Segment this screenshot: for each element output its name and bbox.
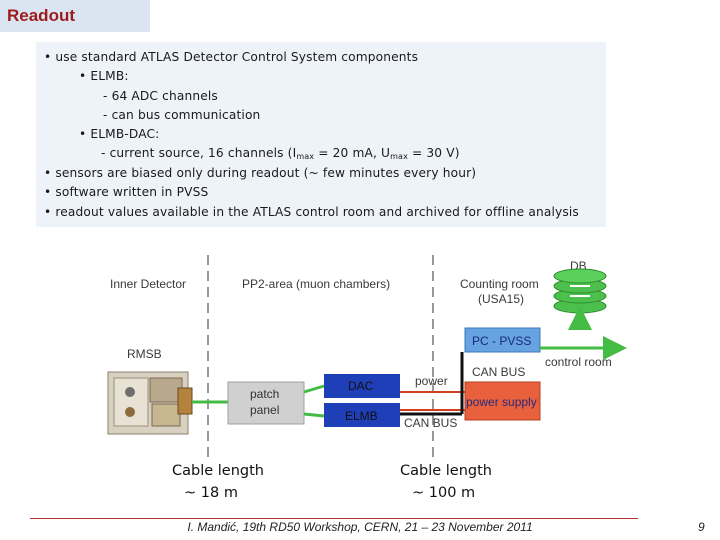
patch-panel-box (227, 381, 305, 425)
label-inner-detector: Inner Detector (110, 277, 186, 291)
power-supply-box (464, 381, 541, 421)
bullet-line-5: • ELMB-DAC: (79, 127, 160, 141)
cable-length-right-label: Cable length (400, 463, 492, 479)
slide-title: Readout (0, 0, 150, 32)
label-power: power (415, 374, 448, 388)
bullet-line-6-part-b: = 20 mA, U (314, 146, 391, 160)
bullet-line-9: • readout values available in the ATLAS … (44, 205, 579, 219)
bullet-line-6: - current source, 16 channels (Imax = 20… (101, 146, 460, 161)
dac-box (324, 374, 400, 398)
power-supply-label: power supply (466, 395, 537, 409)
bullet-line-6-sub-2: max (390, 152, 408, 161)
label-usa15: (USA15) (478, 292, 524, 306)
page-number: 9 (698, 520, 705, 534)
bullet-line-1: • use standard ATLAS Detector Control Sy… (44, 50, 419, 64)
bullet-line-7: • sensors are biased only during readout… (44, 166, 477, 180)
patch-panel-label-1: patch (250, 387, 279, 401)
pc-pvss-box (464, 327, 541, 353)
label-pp2-area: PP2-area (muon chambers) (242, 277, 390, 291)
elmb-box (324, 403, 400, 427)
cable-patch-elmb (303, 412, 325, 418)
bullet-line-6-part-c: = 30 V) (407, 146, 460, 160)
rmsb-board-photo (107, 371, 193, 435)
label-rmsb: RMSB (127, 347, 162, 361)
footer-text: I. Mandić, 19th RD50 Workshop, CERN, 21 … (187, 520, 533, 534)
bullet-text-box (36, 42, 606, 227)
cable-length-left-label: Cable length (172, 463, 264, 479)
cable-length-right: Cable length ~ 100 m (400, 460, 492, 504)
bullet-line-6-sub-1: max (296, 152, 315, 161)
cable-length-left: Cable length ~ 18 m (172, 460, 264, 504)
label-control-room: control room (545, 355, 612, 369)
cable-length-left-value: ~ 18 m (184, 485, 238, 501)
database-icon (553, 268, 607, 314)
label-can-bus-top: CAN BUS (472, 365, 525, 379)
bullet-line-4: - can bus communication (103, 108, 261, 122)
cable-patch-dac (303, 384, 325, 394)
bullet-line-6-part-a: - current source, 16 channels (I (101, 146, 297, 160)
footer-divider (30, 518, 638, 519)
pc-pvss-label: PC - PVSS (472, 334, 531, 348)
bullet-line-2: • ELMB: (79, 69, 129, 83)
label-counting-room: Counting room (460, 277, 539, 291)
bullet-line-8: • software written in PVSS (44, 185, 209, 199)
patch-panel-label-2: panel (250, 403, 279, 417)
dac-label: DAC (348, 379, 374, 393)
bullet-line-3: - 64 ADC channels (103, 89, 218, 103)
elmb-label: ELMB (345, 409, 378, 423)
cable-length-right-value: ~ 100 m (412, 485, 476, 501)
label-can-bus-bottom: CAN BUS (404, 416, 457, 430)
